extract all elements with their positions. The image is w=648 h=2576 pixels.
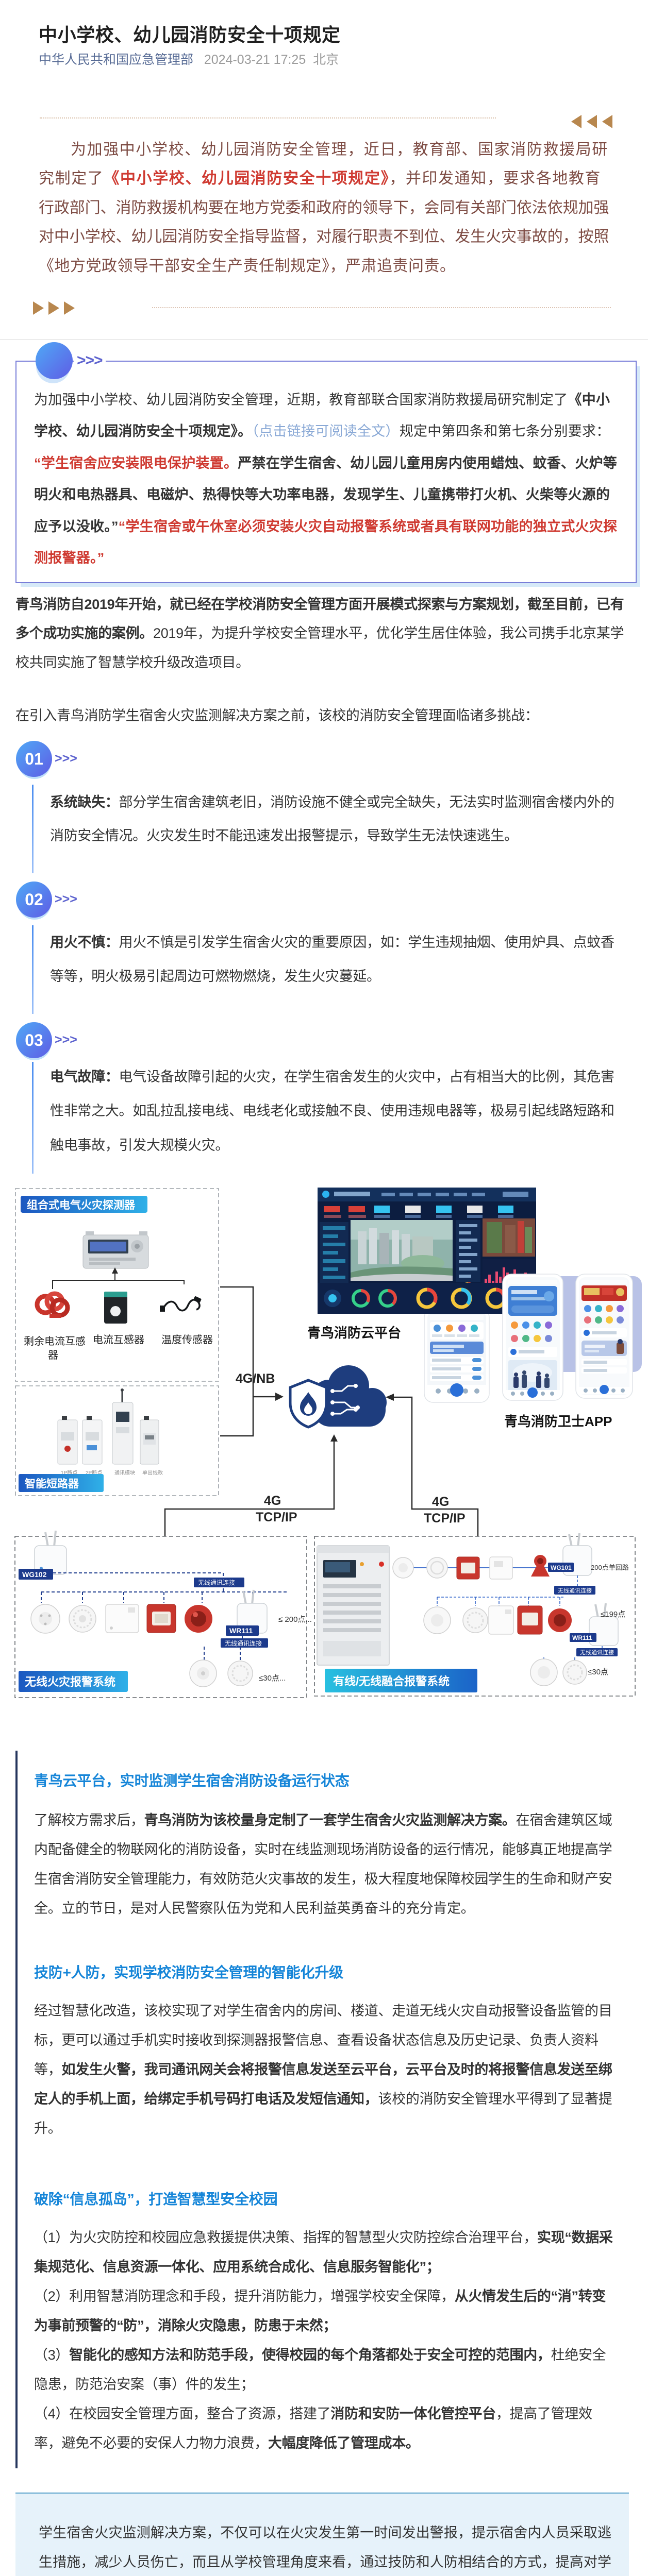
svg-text:无线火灾报警系统: 无线火灾报警系统 xyxy=(25,1675,115,1688)
svg-text:WG102: WG102 xyxy=(22,1570,47,1579)
svg-text:WG101: WG101 xyxy=(551,1564,572,1571)
svg-text:4G/NB: 4G/NB xyxy=(236,1371,275,1386)
svg-text:智能短路器: 智能短路器 xyxy=(25,1478,79,1490)
svg-text:≤30点: ≤30点 xyxy=(588,1668,608,1676)
svg-text:器: 器 xyxy=(48,1350,58,1361)
svg-text:青鸟消防云平台: 青鸟消防云平台 xyxy=(307,1325,401,1341)
svg-text:≤199点: ≤199点 xyxy=(601,1610,625,1619)
svg-text:≤30点...: ≤30点... xyxy=(259,1674,286,1683)
svg-text:组合式电气火灾探测器: 组合式电气火灾探测器 xyxy=(27,1199,136,1211)
svg-text:WR111: WR111 xyxy=(572,1634,592,1641)
svg-text:单出线款: 单出线款 xyxy=(142,1469,163,1476)
svg-text:青鸟消防卫士APP: 青鸟消防卫士APP xyxy=(504,1414,612,1429)
svg-text:WR111: WR111 xyxy=(229,1626,253,1635)
svg-text:温度传感器: 温度传感器 xyxy=(161,1334,213,1346)
svg-text:TCP/IP: TCP/IP xyxy=(256,1510,297,1524)
svg-text:电流互感器: 电流互感器 xyxy=(93,1334,144,1346)
svg-text:≤ 200点...: ≤ 200点... xyxy=(278,1615,312,1624)
svg-text:剩余电流互感: 剩余电流互感 xyxy=(24,1335,86,1347)
svg-text:无线通讯连接: 无线通讯连接 xyxy=(580,1649,614,1656)
svg-text:有线/无线融合报警系统: 有线/无线融合报警系统 xyxy=(333,1675,450,1688)
svg-text:通讯模块: 通讯模块 xyxy=(114,1470,135,1476)
svg-text:4G: 4G xyxy=(264,1494,281,1508)
svg-text:无线通讯连接: 无线通讯连接 xyxy=(198,1579,235,1586)
svg-text:无线通讯连接: 无线通讯连接 xyxy=(558,1587,592,1594)
svg-text:4G: 4G xyxy=(432,1495,449,1509)
svg-text:TCP/IP: TCP/IP xyxy=(424,1511,466,1526)
svg-text:200点单回路: 200点单回路 xyxy=(591,1564,629,1571)
svg-text:无线通讯连接: 无线通讯连接 xyxy=(225,1639,262,1647)
